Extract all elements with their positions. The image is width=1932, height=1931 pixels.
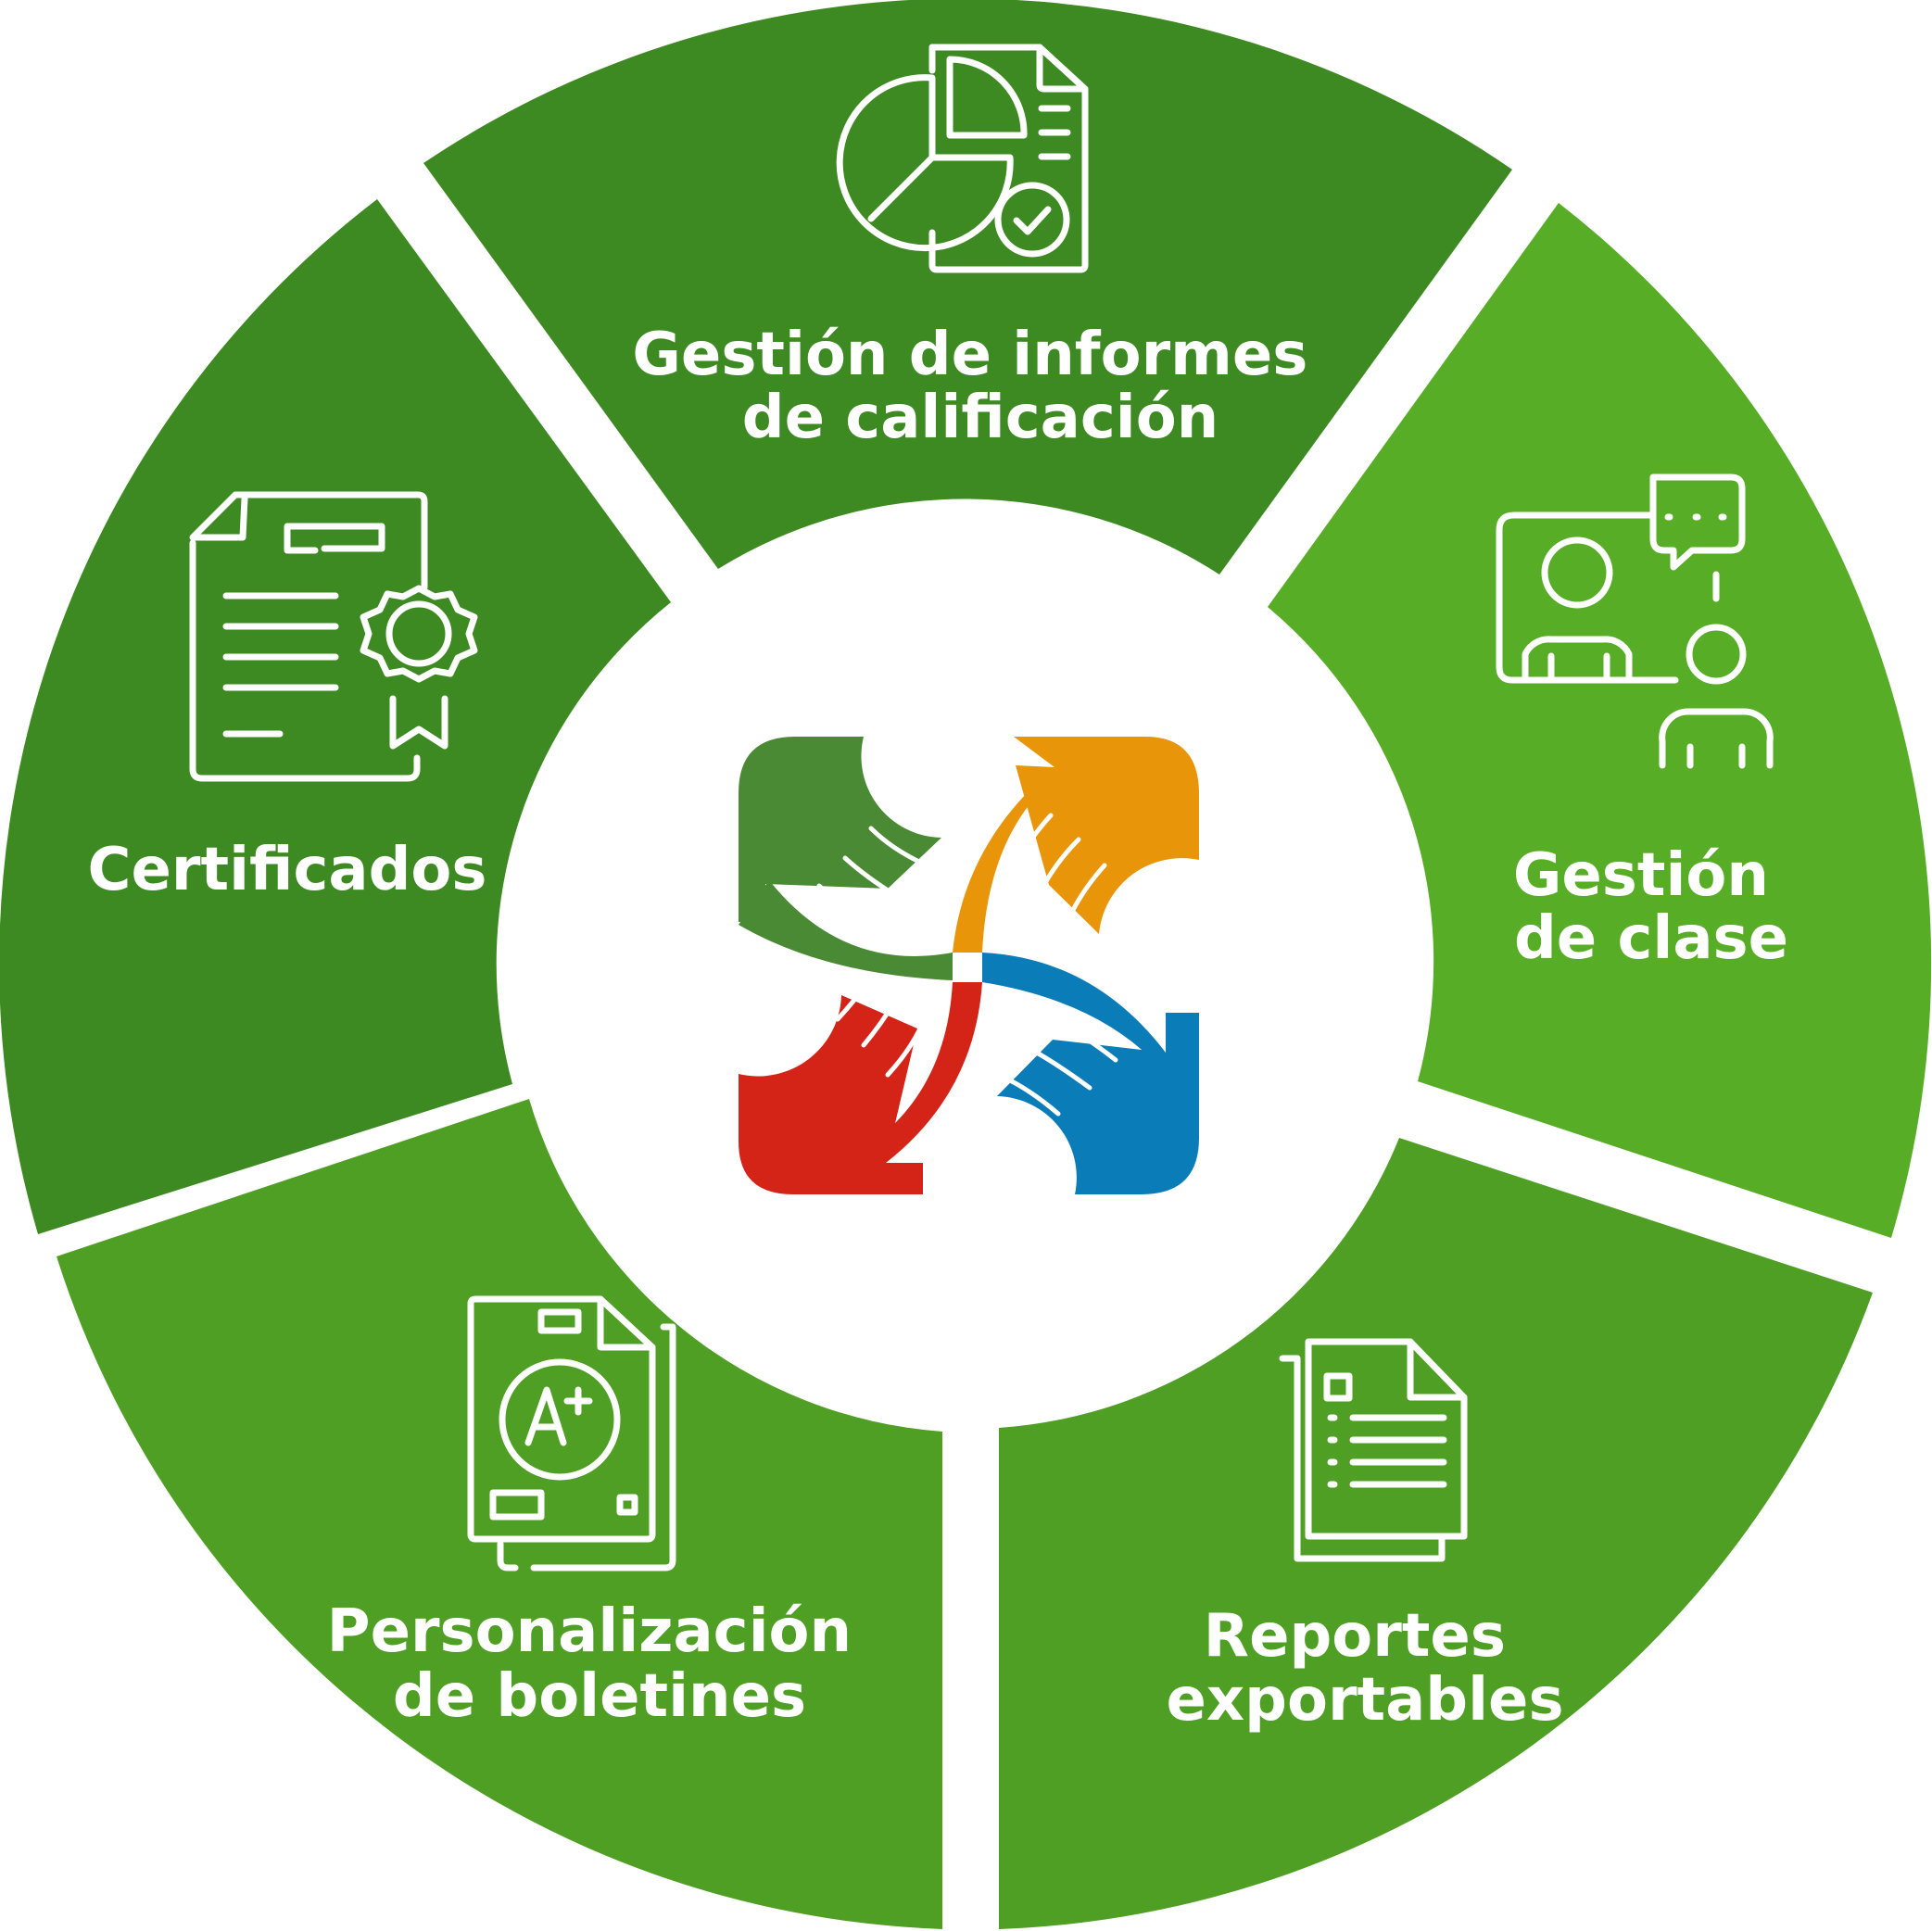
label-grade-reports: Gestión de informes de calificación xyxy=(632,321,1328,452)
label-class-management-line-1: Gestión xyxy=(1513,841,1769,910)
label-report-card-customization: Personalización de boletines xyxy=(327,1597,873,1731)
label-report-card-customization-line-1: Personalización xyxy=(327,1597,852,1666)
grade-document-icon xyxy=(467,1295,676,1571)
label-grade-reports-line-1: Gestión de informes xyxy=(632,321,1307,389)
logo-arrow-orange xyxy=(1014,737,1199,934)
logo-arrow-orange-tail xyxy=(953,767,1056,953)
four-arrows-logo-icon xyxy=(739,737,1199,1194)
segment-certificates xyxy=(0,199,671,1234)
label-certificates: Certificados xyxy=(88,836,487,904)
report-chart-icon xyxy=(836,44,1089,273)
class-meeting-icon xyxy=(1496,473,1774,769)
label-certificates-line-1: Certificados xyxy=(88,836,487,904)
label-class-management-line-2: de clase xyxy=(1514,904,1788,973)
logo-arrow-green-tail xyxy=(739,880,953,980)
segment-labels: Gestión de informes de calificación Gest… xyxy=(88,321,1789,1735)
logo-arrow-red xyxy=(739,995,923,1194)
logo-arrow-blue-tail xyxy=(982,953,1166,1066)
label-exportable-reports-line-2: exportables xyxy=(1166,1666,1563,1735)
logo-arrow-blue xyxy=(997,1013,1199,1194)
certificate-icon xyxy=(189,491,478,782)
logo-arrow-red-tail xyxy=(877,982,982,1163)
label-report-card-customization-line-2: de boletines xyxy=(393,1662,806,1731)
documents-icon xyxy=(1279,1338,1468,1562)
label-grade-reports-line-2: de calificación xyxy=(742,384,1219,452)
label-exportable-reports: Reportes exportables xyxy=(1166,1602,1563,1735)
segment-class-management xyxy=(1268,203,1932,1238)
logo-arrow-green xyxy=(739,737,941,922)
label-exportable-reports-line-1: Reportes xyxy=(1204,1602,1506,1671)
segment-grade-reports xyxy=(423,0,1512,574)
label-class-management: Gestión de clase xyxy=(1513,841,1789,973)
